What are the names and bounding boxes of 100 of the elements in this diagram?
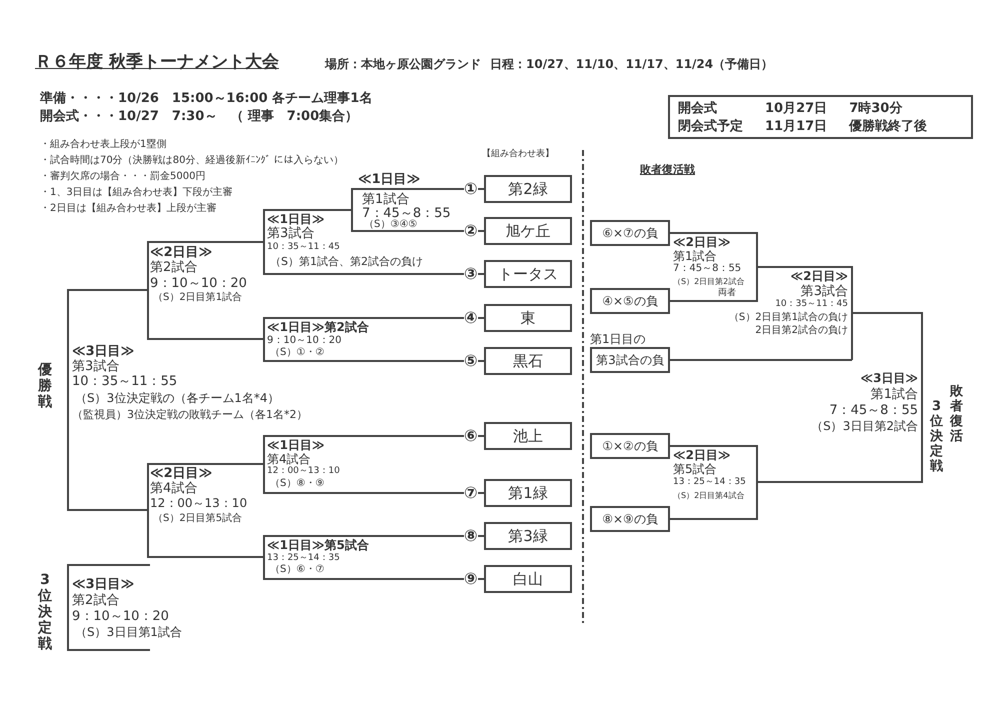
circled-number: ⑤ [464,353,478,369]
match-time: 9：10～10：20 [267,336,342,346]
loser-box: ⑥×⑦の負 [590,220,670,246]
bracket-line [263,209,484,275]
match-note: 2日目第2試合の負け [755,326,848,336]
match-heading: ≪3日目≫ [72,345,134,358]
circled-number: ⑨ [464,571,478,587]
match-heading: ≪3日目≫ [860,372,918,384]
circled-number: ⑧ [464,528,478,544]
rule-note: ・組み合わせ表上段が1塁側 [40,140,166,150]
schedule-text: 11月17日 [765,118,828,135]
match-note: （S）2日目第2試合 [673,278,744,286]
match-note: （S）2日目第5試合 [153,514,242,524]
bracket-title: 3位決定戦 [38,572,52,652]
match-note: 両者 [718,289,736,298]
loser-box: ①×②の負 [590,433,670,459]
bracket-line [263,435,484,494]
match-heading: ≪1日目≫ [358,173,420,186]
team-name-box: トータス [484,260,572,288]
match-name: 第4試合 [267,453,311,465]
bracket-line [670,359,852,361]
match-time: 9：10～10：20 [72,610,169,623]
match-note: （S）2日目第4試合 [673,492,744,500]
ceremony-note: 開会式・・・10/27 7:30～ （ 理事 7:00集合） [40,110,358,123]
circled-number: ① [464,181,478,197]
match-note: （S）⑧・⑨ [270,479,324,489]
team-name-box: 第2緑 [484,175,572,203]
match-time: 12：00～13：10 [267,467,340,476]
schedule-text: 7時30分 [849,100,904,117]
match-time: 12：00～13：10 [150,497,248,509]
match-note: （S）2日目第1試合の負け [728,313,848,323]
bracket-line [670,232,758,302]
circled-number: ⑥ [464,428,478,444]
bracket-line [670,445,758,520]
match-time: 13：25～14：35 [267,554,340,563]
title: Ｒ６年度 秋季トーナメント大会 [35,54,279,71]
match-time: 10：35～11：45 [267,243,340,252]
match-heading: ≪2日目≫ [150,467,212,480]
loser-box: ④×⑤の負 [590,288,670,314]
match-time: 10：35～11：55 [72,375,178,388]
match-note: （S）⑥・⑦ [270,565,324,575]
prep-note: 準備・・・・10/26 15:00～16:00 各チーム理事1名 [40,92,372,105]
match-name: 第1試合 [673,250,717,262]
section-heading: 敗者復活戦 [640,164,695,175]
bracket-title: 敗者復活 [950,385,963,445]
match-name: 第3試合 [267,227,314,240]
circled-number: ④ [464,310,478,326]
match-time: 9：10～10：20 [150,277,247,290]
bracket-title: 3位決定戦 [930,400,943,475]
rule-note: ・2日目は【組み合わせ表】上段が主審 [40,204,216,214]
circled-number: ③ [464,266,478,282]
schedule-text: 10月27日 [765,100,828,117]
bracket-line [351,188,484,232]
bracket-line [263,317,484,362]
match-time: 13：25～14：35 [673,478,746,487]
match-heading: ≪2日目≫ [790,270,848,282]
match-heading: ≪2日目≫ [673,449,730,461]
match-time: 7：45～8：55 [829,404,918,417]
circled-number: ⑦ [464,485,478,501]
match-note: （監視員）3位決定戦の敗戦チーム（各1名*2） [72,409,308,420]
team-name-box: 第3緑 [484,522,572,550]
match-heading: ≪1日目≫ [267,439,324,451]
match-name: 第5試合 [673,463,717,475]
team-name-box: 白山 [484,565,572,593]
loser-box: ⑧×⑨の負 [590,506,670,532]
match-note: （S）3日目第2試合 [811,420,918,432]
match-name: 第2試合 [72,594,120,607]
match-heading: ≪1日目≫第5試合 [267,539,369,551]
loser-box: 第3試合の負 [590,347,670,373]
team-name-box: 第1緑 [484,479,572,507]
circled-number: ② [464,223,478,239]
match-note: （S）①・② [270,348,324,358]
match-heading: ≪3日目≫ [72,578,134,591]
schedule-text: 優勝戦終了後 [849,118,928,135]
rule-note: ・1、3日目は【組み合わせ表】下段が主審 [40,188,233,198]
match-name: 第2試合 [150,261,198,274]
match-note: （S）3位決定戦の（各チーム1名*4） [75,392,280,404]
bracket-title: 優勝戦 [38,362,52,410]
schedule-text: 開会式 [678,100,718,117]
match-name: 第1試合 [362,193,410,206]
match-time: 7：45～8：55 [362,207,451,220]
rule-note: ・審判欠席の場合・・・罰金5000円 [40,172,206,182]
match-heading: ≪1日目≫第2試合 [267,321,369,333]
venue-text: 場所：本地ヶ原公園グランド [325,58,481,70]
match-name: 第3試合 [800,285,848,298]
match-heading: ≪1日目≫ [267,213,324,225]
match-note: （S）第1試合、第2試合の負け [270,256,423,267]
team-name-box: 東 [484,304,572,332]
match-note: （S）③④⑤ [364,220,418,230]
match-time: 7：45～8：55 [673,264,742,274]
date-text: 日程：10/27、11/10、11/17、11/24（予備日） [490,58,774,70]
schedule-box [668,95,973,139]
match-note: （S）3日目第1試合 [75,626,182,638]
match-name: 第1試合 [870,388,918,401]
table-heading: 【組み合わせ表】 [482,150,554,159]
team-name-box: 池上 [484,422,572,450]
match-note: （S）2日目第1試合 [153,293,242,303]
team-name-box: 旭ケ丘 [484,217,572,245]
match-time: 10：35～11：45 [775,300,848,309]
match-name: 第3試合 [72,360,120,373]
